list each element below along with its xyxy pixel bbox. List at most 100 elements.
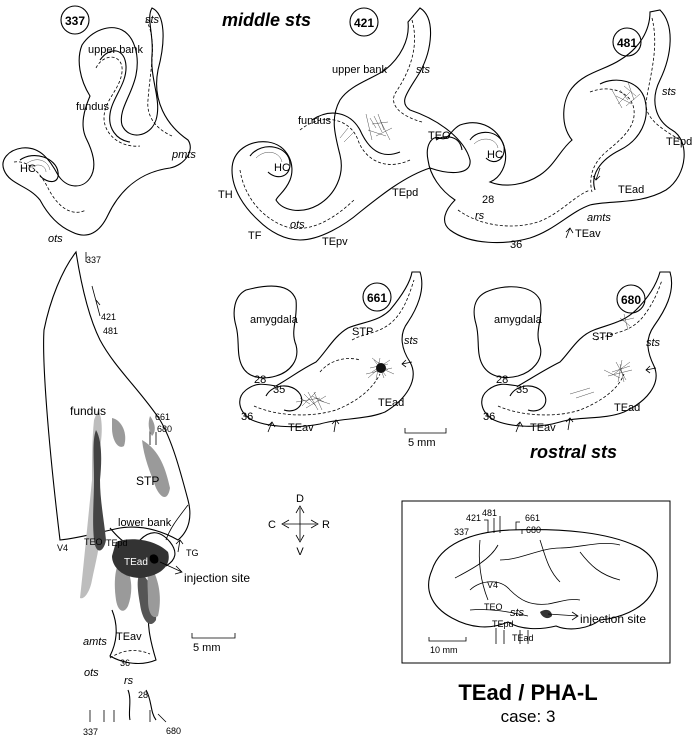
section-number-circle	[60, 5, 90, 35]
compass-ventral: V	[296, 546, 304, 558]
section-337: 337 sts upper bank fundus pmts HC ots	[2, 5, 196, 245]
border-arrow	[565, 227, 574, 239]
brain-outline	[428, 528, 658, 630]
label-sts: sts	[510, 607, 525, 619]
label-tead: TEad	[124, 557, 148, 568]
border-arrow	[401, 359, 413, 368]
label-tead: TEad	[378, 397, 404, 409]
labeled-fibers	[615, 313, 635, 331]
case-label: case: 3	[501, 707, 556, 726]
section-number: 661	[367, 291, 387, 305]
layer-line	[595, 279, 663, 341]
scale-bar-rostral: 5 mm	[404, 428, 447, 449]
label-amts: amts	[587, 212, 611, 224]
tg-arrow	[175, 539, 184, 553]
label-teav: TEav	[575, 228, 601, 240]
label-tepv: TEpv	[322, 236, 348, 248]
label-tepd: TEpd	[106, 538, 128, 548]
layer-line	[589, 88, 635, 193]
label-tead: TEad	[512, 633, 534, 643]
label-hc: HC	[274, 162, 290, 174]
label-injection-site: injection site	[184, 571, 250, 585]
layer-line	[299, 119, 411, 165]
heading-rostral-sts: rostral sts	[530, 442, 617, 462]
sulcus-line	[99, 50, 131, 143]
section-number-circle	[362, 282, 392, 312]
hippocampus-outline	[19, 155, 59, 183]
label-th: TH	[218, 189, 233, 201]
hippocampus-outline	[469, 131, 505, 163]
hippocampus-outline	[249, 146, 291, 178]
label-rs: rs	[124, 675, 134, 687]
scale-bar	[404, 428, 447, 434]
sulcus-line	[311, 112, 401, 156]
level-661: 661	[525, 513, 540, 523]
section-outline	[481, 271, 672, 427]
label-ots: ots	[48, 233, 63, 245]
injection-core	[149, 554, 159, 564]
sulcus-line	[265, 385, 303, 412]
layer-line	[351, 279, 415, 341]
level-680: 680	[157, 424, 172, 434]
sulcus-line	[469, 581, 581, 605]
figure-title: TEad / PHA-L	[458, 680, 597, 705]
label-v4: V4	[487, 580, 498, 590]
injection-arrow	[159, 561, 183, 575]
label-ots: ots	[290, 219, 305, 231]
section-680: 680 amygdala STP sts 28 35 36 TEad TEav	[473, 271, 672, 434]
scale-label: 10 mm	[430, 645, 458, 655]
injection-arrow	[547, 611, 579, 621]
label-35: 35	[516, 384, 528, 396]
bottom-level-680: 680	[166, 726, 181, 736]
labeled-fibers	[611, 81, 641, 109]
compass-rostral: R	[322, 519, 330, 531]
layer-line	[95, 56, 141, 147]
label-upper-bank: upper bank	[332, 64, 388, 76]
label-teo: TEO	[484, 602, 503, 612]
section-outline	[231, 7, 471, 241]
level-lines	[495, 628, 529, 644]
amygdala-outline	[473, 286, 542, 379]
label-sts: sts	[145, 14, 160, 26]
flatmap-edge	[165, 504, 189, 541]
labeled-fibers	[339, 127, 355, 143]
label-teo: TEO	[428, 130, 451, 142]
label-sts: sts	[662, 86, 677, 98]
label-fundus: fundus	[298, 115, 332, 127]
border-arrow	[331, 419, 340, 433]
section-number: 680	[621, 293, 641, 307]
label-tepd: TEpd	[392, 187, 418, 199]
sulcus-line	[579, 551, 621, 581]
label-36: 36	[510, 239, 522, 251]
border-arrow	[565, 417, 574, 431]
level-680: 680	[526, 525, 541, 535]
level-lines	[484, 516, 523, 534]
label-v4: V4	[57, 543, 68, 553]
label-tead: TEad	[618, 184, 644, 196]
injection-site-patch	[112, 539, 169, 578]
label-28: 28	[138, 690, 148, 700]
label-stp: STP	[352, 326, 373, 338]
flatmap-outline	[43, 250, 191, 541]
section-number: 481	[617, 36, 637, 50]
labeled-fibers	[569, 387, 595, 399]
label-rs: rs	[475, 210, 485, 222]
section-number: 421	[354, 16, 374, 30]
label-amygdala: amygdala	[494, 314, 543, 326]
level-481: 481	[103, 326, 118, 336]
label-teav: TEav	[116, 631, 142, 643]
label-tepd: TEpd	[666, 136, 692, 148]
border-arrow	[645, 365, 657, 374]
level-421: 421	[101, 312, 116, 322]
section-481: 481 sts TEpd HC TEad 28 rs amts 36 TEav	[426, 9, 692, 251]
label-patch-light	[142, 440, 170, 497]
label-hc: HC	[20, 163, 36, 175]
heading-middle-sts: middle sts	[222, 10, 311, 30]
brain-inset: 421 481 661 337 680 V4 TEO sts TEpd TEad…	[401, 500, 671, 664]
label-tf: TF	[248, 230, 262, 242]
section-number-circle	[349, 7, 379, 37]
ventral-outline	[109, 604, 157, 665]
border-arrow	[267, 421, 276, 433]
sulcus-line	[469, 609, 529, 617]
